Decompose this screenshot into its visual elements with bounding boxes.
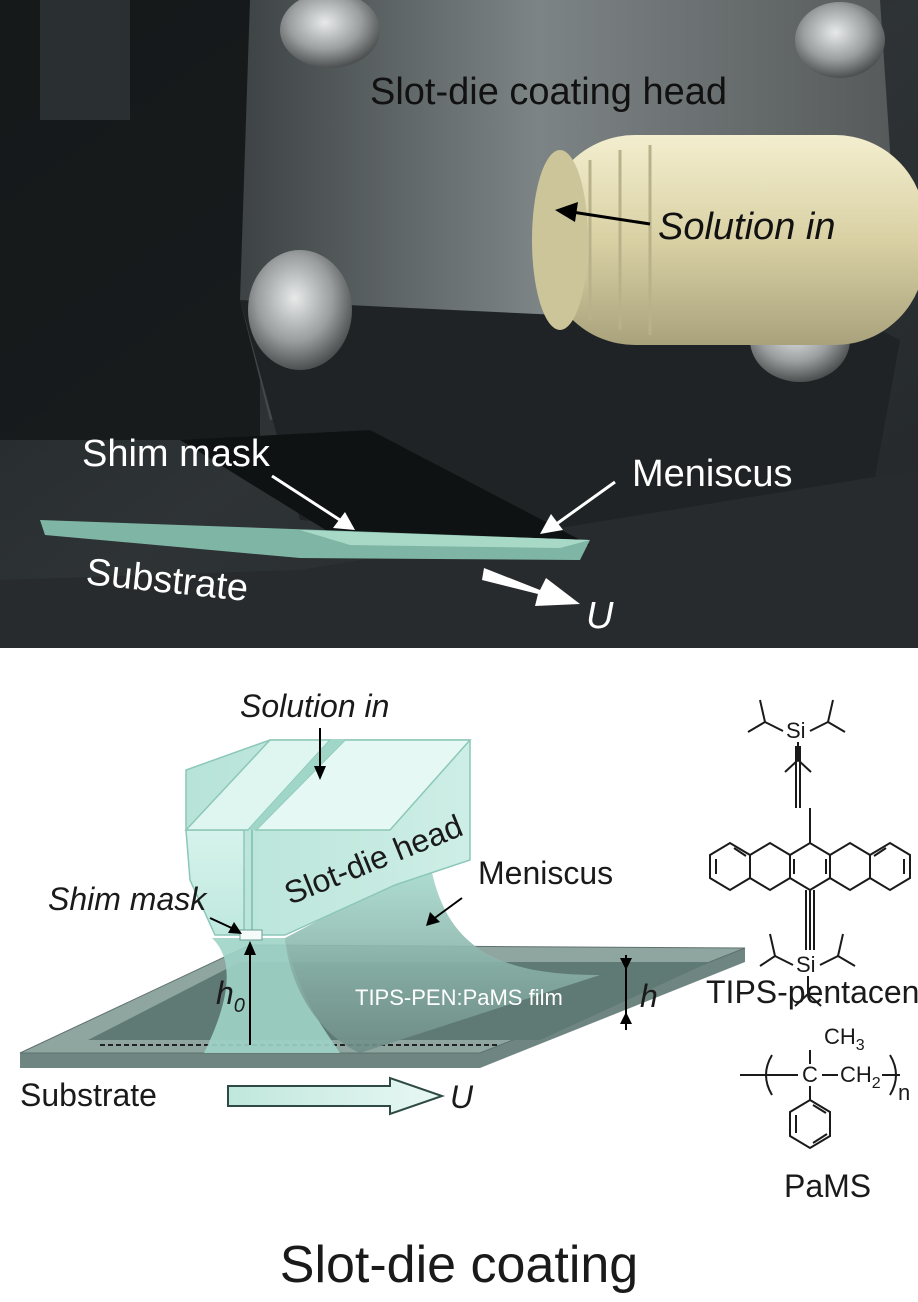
film-label: TIPS-PEN:PaMS film <box>355 985 563 1010</box>
diagram-solution-label: Solution in <box>240 688 389 724</box>
pams-ch2: CH2 <box>840 1062 881 1092</box>
pams-bracket-right <box>889 1054 897 1096</box>
diagram-meniscus-arrowhead <box>426 912 440 926</box>
shim-mask <box>239 929 263 941</box>
diagram-shim-label: Shim mask <box>48 881 208 917</box>
solution-nozzle <box>532 135 918 345</box>
solution-arrow <box>571 210 651 226</box>
benzene-ring <box>789 1098 831 1150</box>
screw-icon <box>280 0 380 68</box>
substrate-glass <box>40 520 590 560</box>
figure-caption: Slot-die coating <box>280 1236 638 1294</box>
solution-arrowhead <box>555 202 578 222</box>
thickness-arrowhead-top <box>620 958 632 970</box>
diagram-velocity-label: U <box>450 1079 474 1115</box>
head-label: Slot-die coating head <box>370 71 727 113</box>
photo-frame-detail <box>40 0 130 120</box>
coated-film <box>300 530 590 548</box>
diagram-shim-arrowhead <box>228 922 242 934</box>
gap-arrowhead <box>244 941 256 955</box>
solution-in-label: Solution in <box>658 206 835 248</box>
screw-icon <box>795 2 885 78</box>
tips-si-bottom: Si <box>796 952 816 977</box>
shim-mask-label: Shim mask <box>82 433 271 475</box>
tips-pentacene-name: TIPS-pentacene <box>706 974 918 1010</box>
meniscus-label: Meniscus <box>632 453 793 495</box>
velocity-label: U <box>586 595 614 637</box>
slot-die-top-right <box>254 739 472 831</box>
meniscus-arrow <box>554 480 616 527</box>
photo-panel: Slot-die coating head Solution in Shim m… <box>0 0 918 648</box>
thickness-label: h <box>640 978 658 1014</box>
meniscus-liquid <box>285 862 600 1053</box>
screw-icon <box>248 250 352 370</box>
thickness-arrowhead-bottom <box>620 1012 632 1024</box>
pams-carbon: C <box>802 1062 818 1087</box>
diagram-substrate-label: Substrate <box>20 1077 157 1113</box>
pentacene-core <box>709 841 911 892</box>
diagram-panel: Solution in Slot-die head Shim mask Meni… <box>19 688 746 1116</box>
gap-label: h0 <box>216 975 245 1017</box>
shim-arrow <box>271 474 344 524</box>
velocity-arrow <box>482 568 580 606</box>
pams-ch3: CH3 <box>824 1024 865 1054</box>
pams-name: PaMS <box>784 1168 871 1204</box>
diagram-solution-arrowhead <box>314 766 326 780</box>
pams-n: n <box>898 1080 910 1105</box>
gap-meniscus <box>204 938 340 1053</box>
shim-arrowhead <box>333 512 355 530</box>
pams-structure: CH3 C CH2 n PaMS <box>740 1024 910 1204</box>
diagram-meniscus-arrow <box>431 897 463 921</box>
meniscus-arrowhead <box>540 514 563 534</box>
tips-pentacene-structure: Si Si <box>706 699 918 1010</box>
die-lip <box>180 430 590 545</box>
tips-si-top: Si <box>786 718 806 743</box>
diagram-velocity-arrow <box>227 1076 446 1116</box>
pams-bracket-left <box>765 1054 773 1096</box>
diagram-meniscus-label: Meniscus <box>478 855 613 891</box>
